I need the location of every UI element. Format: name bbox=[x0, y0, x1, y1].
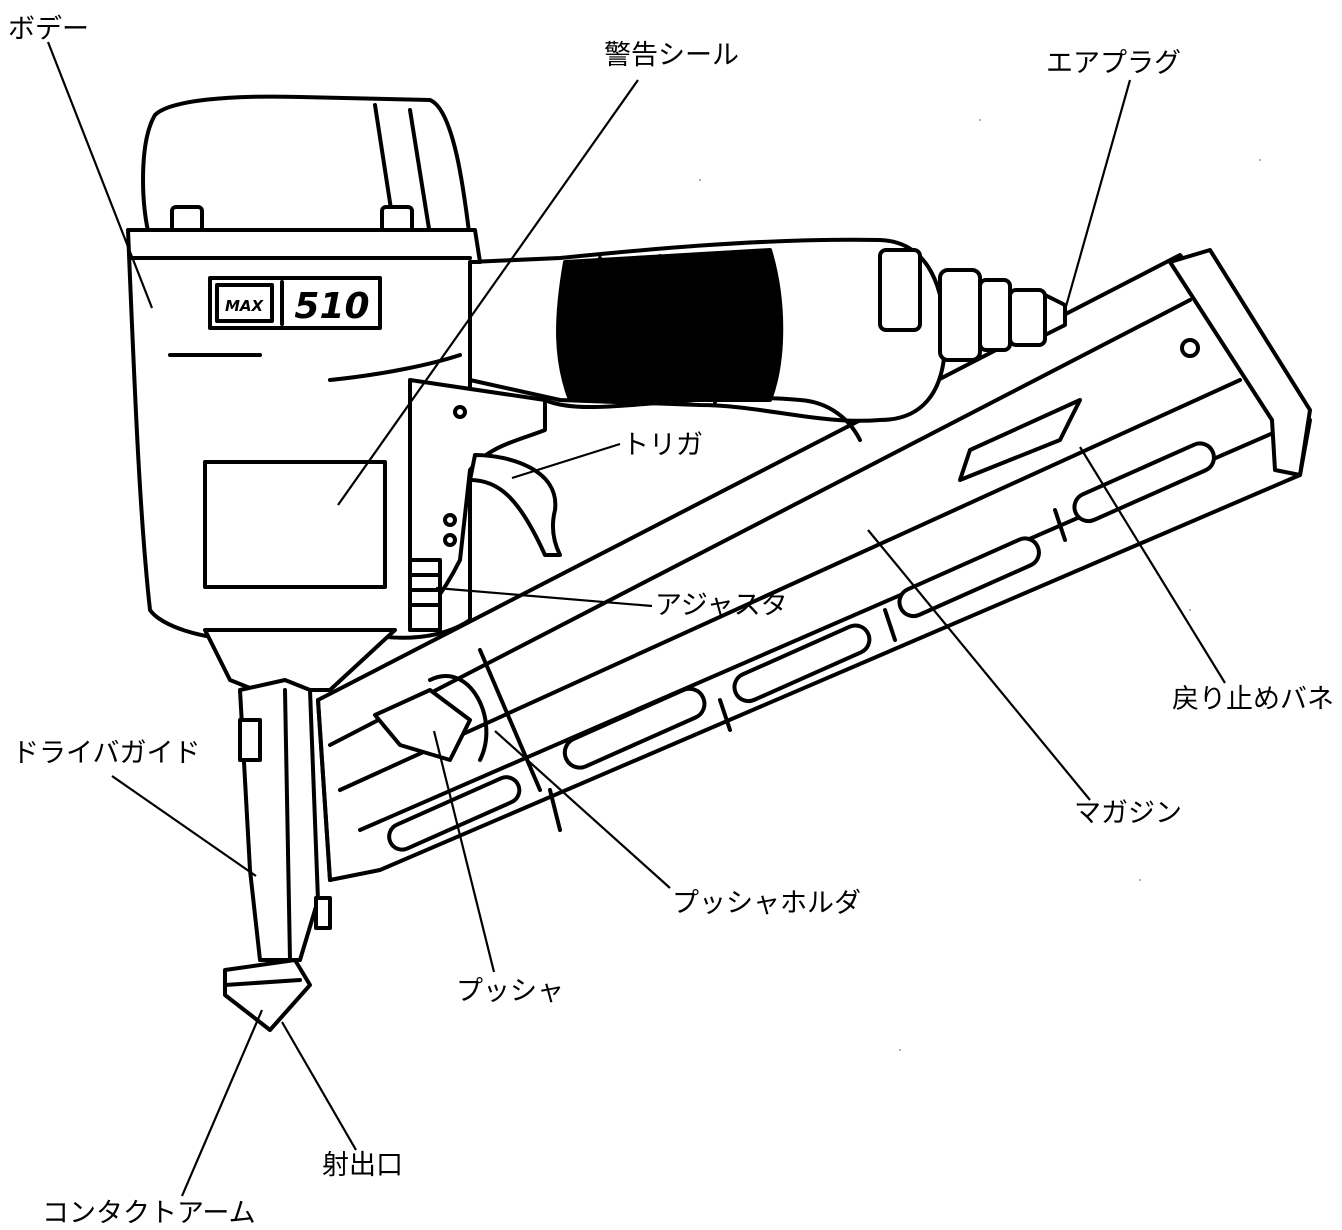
paper-speckles bbox=[699, 119, 1261, 1051]
model-logo: 510 bbox=[294, 286, 369, 327]
magazine-rail bbox=[316, 248, 1312, 882]
label-trigger: トリガ bbox=[622, 430, 703, 461]
label-driver-guide: ドライバガイド bbox=[12, 738, 201, 769]
brand-logo: MAX bbox=[225, 297, 265, 315]
label-adjuster: アジャスタ bbox=[655, 590, 788, 621]
label-return-stop-spring: 戻り止めバネ bbox=[1172, 684, 1334, 715]
tool-body bbox=[126, 94, 562, 702]
label-nose: 射出口 bbox=[322, 1150, 403, 1181]
driver-guide bbox=[223, 678, 332, 1032]
label-pusher-holder: プッシャホルダ bbox=[672, 888, 861, 919]
label-air-plug: エアプラグ bbox=[1046, 48, 1181, 79]
nailer-illustration bbox=[126, 94, 1312, 1032]
label-contact-arm: コンタクトアーム bbox=[42, 1198, 256, 1229]
grip bbox=[468, 237, 1067, 442]
label-magazine: マガジン bbox=[1074, 798, 1182, 829]
leader-lines bbox=[46, 41, 1226, 1197]
label-pusher: プッシャ bbox=[456, 976, 564, 1007]
label-warning-seal: 警告シール bbox=[604, 40, 739, 71]
label-body: ボデー bbox=[8, 14, 89, 45]
